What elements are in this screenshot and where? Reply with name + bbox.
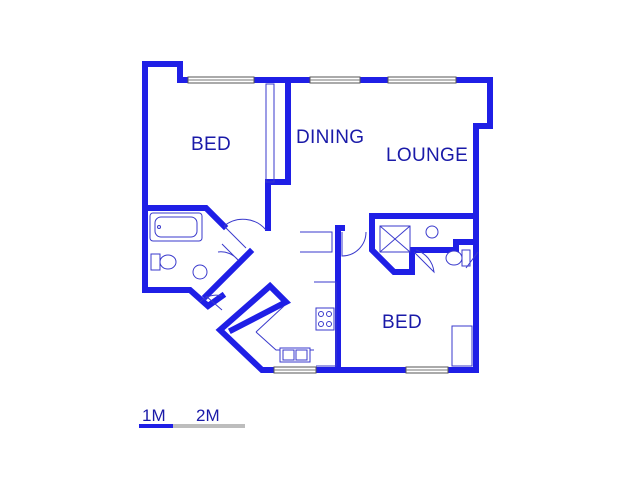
internal-lines	[255, 83, 473, 367]
wardrobe-bed1	[265, 83, 275, 183]
scale-bar-segment-1	[139, 424, 173, 428]
fixtures	[149, 212, 471, 363]
sink	[279, 347, 311, 363]
room-label-bed-2: BED	[382, 312, 422, 333]
scale-bar: 1M 2M	[139, 406, 245, 428]
room-label-bed-1: BED	[191, 134, 231, 155]
door-bed1	[223, 218, 267, 249]
toilet-1-tank	[150, 253, 161, 271]
door-bath1	[217, 243, 239, 261]
wall-outer-sw	[142, 61, 227, 310]
wall-bed1-dining	[265, 77, 291, 231]
kitchen-counter-2	[314, 281, 337, 367]
kitchen-counter-3	[255, 305, 285, 333]
doors	[199, 218, 479, 311]
room-label-dining: DINING	[296, 127, 364, 148]
walls	[142, 61, 493, 373]
basin-2	[425, 225, 439, 239]
basin-1	[192, 264, 208, 280]
toilet-1-bowl	[159, 254, 177, 270]
wardrobe-bed2	[451, 325, 473, 367]
scale-bar-segment-2	[173, 424, 245, 428]
wall-bath1-diag	[201, 247, 255, 301]
windows	[187, 76, 457, 374]
wall-outer-west	[142, 61, 493, 373]
door-entry	[199, 294, 223, 311]
door-bath2	[413, 249, 435, 274]
kitchen-counter	[300, 231, 333, 253]
door-wc2	[465, 251, 479, 269]
kitchen-counter-4	[255, 331, 314, 351]
scale-label-2m: 2M	[196, 406, 220, 425]
toilet-2-bowl	[445, 250, 463, 266]
door-bed2	[341, 231, 367, 257]
stove	[315, 307, 335, 331]
room-label-lounge: LOUNGE	[386, 145, 468, 166]
scale-label-1m: 1M	[142, 406, 166, 425]
wall-bath1-top	[142, 205, 229, 231]
